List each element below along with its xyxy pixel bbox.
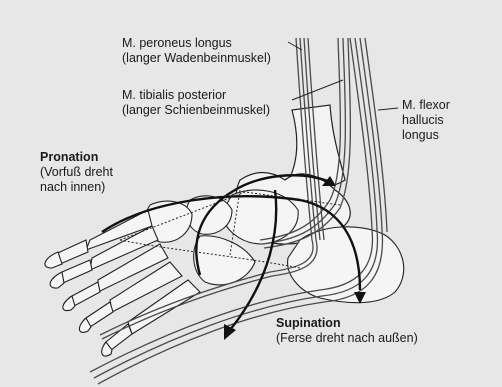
flexor-line2: hallucis [402, 113, 450, 128]
label-supination: Supination (Ferse dreht nach außen) [276, 316, 418, 346]
tibialis-line2: (langer Schienbeinmuskel) [122, 103, 270, 118]
tibialis-line1: M. tibialis posterior [122, 88, 270, 103]
label-peroneus-longus: M. peroneus longus (langer Wadenbeinmusk… [122, 36, 271, 66]
supination-line1: (Ferse dreht nach außen) [276, 331, 418, 346]
pronation-title: Pronation [40, 150, 113, 165]
pronation-line2: nach innen) [40, 180, 113, 195]
peroneus-line1: M. peroneus longus [122, 36, 271, 51]
pronation-line1: (Vorfuß dreht [40, 165, 113, 180]
flexor-line3: longus [402, 128, 450, 143]
label-flexor-hallucis-longus: M. flexor hallucis longus [402, 98, 450, 143]
flexor-line1: M. flexor [402, 98, 450, 113]
label-pronation: Pronation (Vorfuß dreht nach innen) [40, 150, 113, 195]
peroneus-line2: (langer Wadenbeinmuskel) [122, 51, 271, 66]
label-tibialis-posterior: M. tibialis posterior (langer Schienbein… [122, 88, 270, 118]
supination-title: Supination [276, 316, 418, 331]
